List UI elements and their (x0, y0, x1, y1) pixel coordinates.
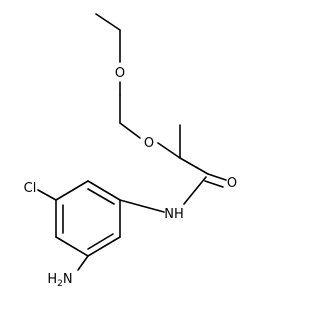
bond-carbonyl-double-b (204, 180, 224, 188)
amine-subscript: 2 (57, 279, 63, 289)
atom-chlorine: Cl (24, 181, 37, 196)
bond-carbonyl-to-nh (183, 176, 207, 205)
bond-oxygen-to-ch (157, 142, 181, 159)
atom-o-ether-lower: O (144, 136, 154, 151)
atom-o-ether-upper: O (115, 66, 125, 81)
amine-n-label: N (63, 272, 73, 287)
atom-o-carbonyl: O (227, 176, 237, 191)
ring-bond-2 (55, 180, 89, 201)
ring-double-bond-top (87, 188, 115, 205)
bonds (37, 13, 227, 271)
ring-bond-1 (87, 180, 121, 201)
ring-double-bond-bottom (87, 233, 114, 250)
bond-ring-to-cl (37, 189, 57, 201)
bond-ch2-to-oxygen (119, 122, 141, 139)
bond-ring-to-nh2 (77, 255, 89, 271)
ring-bond-4 (55, 236, 89, 257)
bond-carbonyl-double-a (207, 173, 227, 181)
ring-bond-5 (87, 236, 121, 257)
atom-n-amide: NH (164, 207, 184, 222)
bond-nh-to-ring (119, 199, 165, 213)
atom-labels: O O O NH Cl H2N (24, 66, 237, 289)
chemical-structure-diagram: O O O NH Cl H2N (24, 13, 237, 289)
amine-h-label: H (47, 272, 57, 287)
bond-ch-to-carbonyl (179, 157, 209, 175)
bond-ethyl-terminal (95, 13, 121, 31)
atom-n-amine: H2N (47, 272, 72, 289)
